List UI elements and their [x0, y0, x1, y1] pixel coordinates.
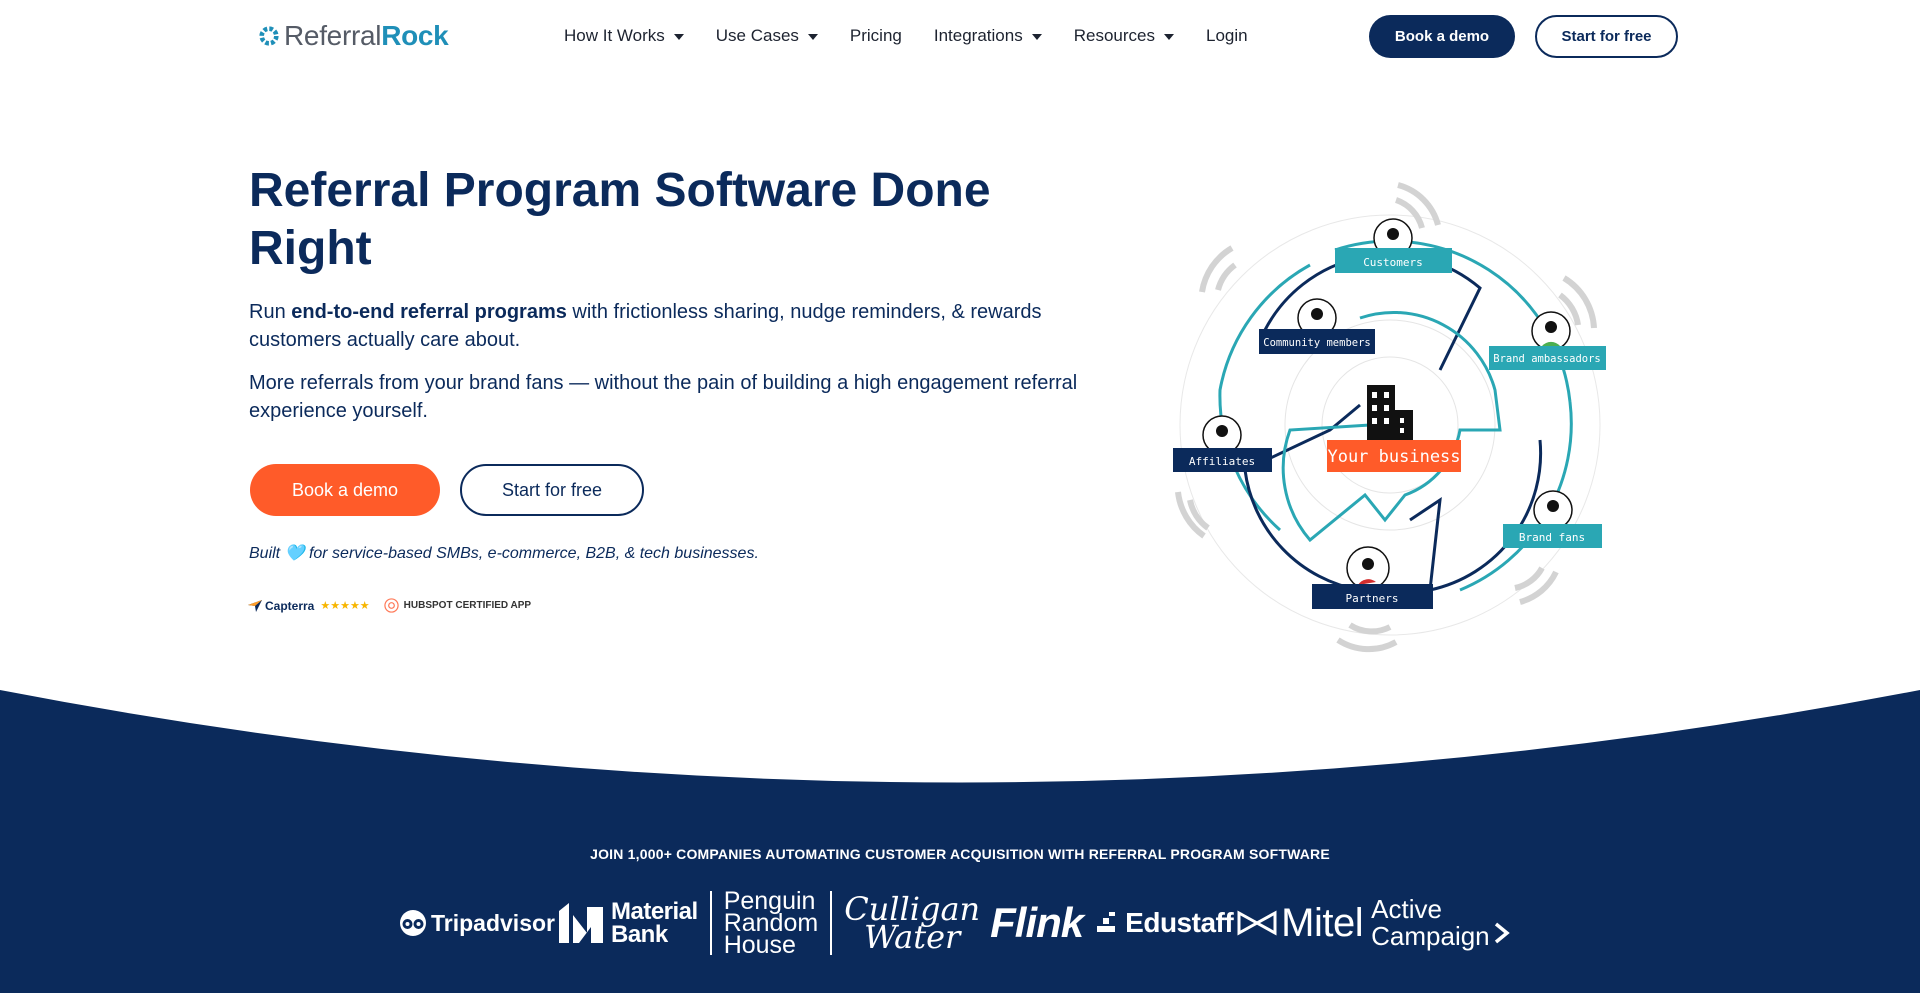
nav-label: How It Works [564, 26, 665, 45]
flink-logo: Flink [990, 899, 1084, 947]
nav-label: Resources [1073, 26, 1155, 45]
label-affiliates: Affiliates [1189, 455, 1255, 468]
penguin-random-house-logo: Penguin Random House [723, 887, 819, 959]
capterra-label: Capterra [265, 598, 315, 613]
trust-badges: Capterra ★★★★★ HUBSPOT CERTIFIED APP [248, 598, 531, 613]
logo-text: Material [610, 898, 698, 925]
logo-divider [709, 891, 712, 955]
nav-book-demo-button[interactable]: Book a demo [1369, 15, 1515, 58]
chevron-right-icon [1494, 922, 1510, 944]
hero-book-demo-button[interactable]: Book a demo [250, 464, 440, 516]
building-icon [1367, 385, 1413, 440]
nav-start-free-button[interactable]: Start for free [1535, 15, 1678, 58]
join-companies-heading: JOIN 1,000+ COMPANIES AUTOMATING CUSTOME… [590, 846, 1330, 862]
nav-label: Integrations [933, 26, 1023, 45]
logo-text: Edustaff [1125, 907, 1234, 938]
hubspot-badge[interactable]: HUBSPOT CERTIFIED APP [384, 598, 531, 613]
logo-text: Water [864, 918, 961, 956]
chevron-down-icon [1163, 34, 1174, 40]
nav-item-pricing[interactable]: Pricing [850, 26, 902, 46]
nav-item-how-it-works[interactable]: How It Works [564, 26, 684, 46]
label-brand-fans: Brand fans [1519, 531, 1585, 544]
nav-label: Pricing [849, 26, 902, 45]
chevron-down-icon [807, 34, 818, 40]
capterra-icon [248, 599, 262, 612]
capterra-badge[interactable]: Capterra ★★★★★ [248, 599, 370, 613]
logo-text: Active [1371, 894, 1442, 924]
nav-item-resources[interactable]: Resources [1074, 26, 1174, 46]
nav-item-use-cases[interactable]: Use Cases [716, 26, 818, 46]
band-background [0, 690, 1920, 993]
logo-text: Flink [990, 899, 1084, 946]
logo-text: Mitel [1281, 900, 1364, 945]
edustaff-mark-icon [1097, 912, 1116, 932]
mitel-mark-icon [1237, 910, 1277, 936]
logo-divider [830, 891, 833, 955]
nav-links: How It Works Use Cases Pricing Integrati… [564, 26, 1280, 46]
referral-network-diagram: Your business Customers Community member… [1173, 182, 1606, 653]
gear-logo-icon [259, 26, 279, 46]
hero-subdescription: More referrals from your brand fans — wi… [249, 372, 1078, 422]
hero-desc-prefix: Run [249, 301, 292, 323]
nav-item-login[interactable]: Login [1206, 26, 1248, 46]
logo-text: Bank [610, 921, 668, 948]
hero-description: Run end-to-end referral programs with fr… [249, 298, 1089, 354]
culligan-water-logo: Culligan Water [844, 890, 981, 956]
nav-label: Login [1205, 26, 1248, 45]
edustaff-logo: Edustaff [1095, 907, 1234, 939]
material-bank-logo: Material Bank [558, 898, 698, 948]
mitel-logo: Mitel [1237, 900, 1364, 946]
logo-text-rock: Rock [381, 20, 449, 51]
chevron-down-icon [1031, 34, 1042, 40]
hero-start-free-button[interactable]: Start for free [460, 464, 644, 516]
nav-item-integrations[interactable]: Integrations [934, 26, 1042, 46]
rating-stars-icon: ★★★★★ [320, 600, 370, 612]
hubspot-icon [384, 598, 399, 613]
tripadvisor-logo: Tripadvisor [398, 910, 555, 937]
chevron-down-icon [673, 34, 684, 40]
logo-text: Culligan [844, 890, 981, 928]
owl-icon [400, 910, 426, 936]
logo-text: House [723, 931, 796, 959]
label-community-members: Community members [1263, 337, 1370, 349]
activecampaign-logo: Active Campaign [1371, 896, 1510, 950]
logo-text: Tripadvisor [431, 909, 555, 936]
label-brand-ambassadors: Brand ambassadors [1493, 353, 1600, 365]
logo-text: Campaign [1371, 921, 1490, 951]
label-customers: Customers [1363, 256, 1423, 269]
hero-desc-bold: end-to-end referral programs [291, 301, 567, 323]
logo-text: Random [723, 909, 819, 937]
logo-text-referral: Referral [284, 20, 382, 51]
hero-desc-suffix: with frictionless sharing, nudge reminde… [249, 301, 1042, 351]
hubspot-label: HUBSPOT CERTIFIED APP [403, 600, 532, 611]
customer-logos-band [0, 680, 1920, 993]
nav-label: Use Cases [715, 26, 799, 45]
hero-title: Referral Program Software Done Right [249, 164, 991, 275]
center-label: Your business [1327, 447, 1460, 467]
customer-logos: Tripadvisor Material Bank Penguin Random… [398, 888, 1510, 958]
built-for-text: Built 🩵 for service-based SMBs, e-commer… [249, 545, 759, 562]
material-bank-mark-icon [558, 903, 603, 943]
label-partners: Partners [1346, 592, 1399, 605]
logo-text: Penguin [723, 887, 816, 915]
